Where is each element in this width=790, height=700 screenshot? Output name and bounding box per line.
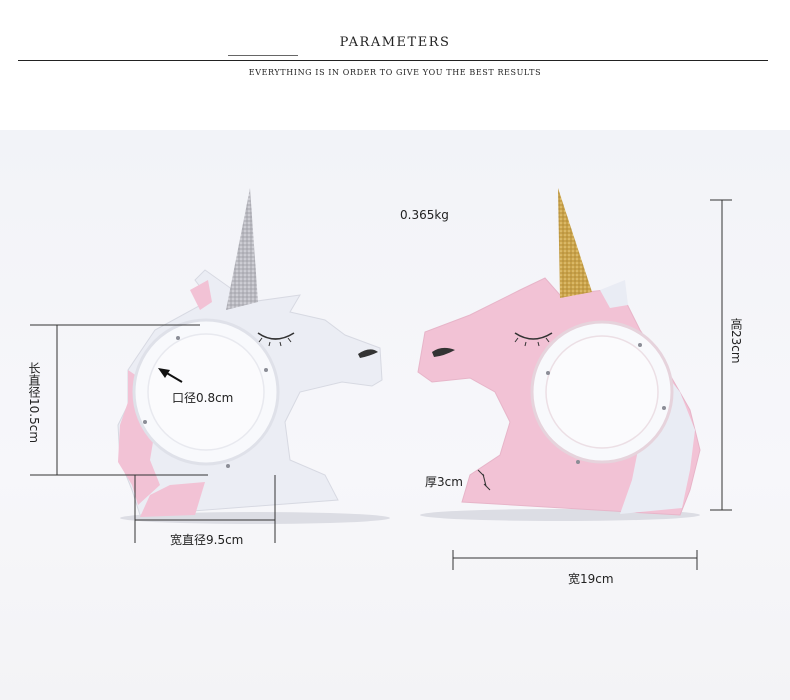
opening-label: 口径0.8cm xyxy=(172,391,234,405)
left-unicorn xyxy=(117,188,390,524)
thickness-label: 厚3cm xyxy=(425,475,463,489)
right-unicorn xyxy=(417,188,701,521)
long-diameter-label: 长直径10.5cm xyxy=(27,362,41,444)
opening-arrow xyxy=(158,368,183,383)
weight-label: 0.365kg xyxy=(400,208,449,222)
header-title: PARAMETERS xyxy=(339,35,451,50)
product-photo: 0.365kg 口径0.8cm 长直径10.5cm 宽直径9.5cm 高23cm… xyxy=(0,130,790,700)
wide-diameter-label: 宽直径9.5cm xyxy=(170,533,244,547)
width-label: 宽19cm xyxy=(568,572,614,586)
height-label: 高23cm xyxy=(729,318,743,364)
dimension-lines xyxy=(30,199,732,570)
header-accent-line xyxy=(228,55,298,56)
unicorn-illustration xyxy=(30,188,732,570)
header-subtitle: EVERYTHING IS IN ORDER TO GIVE YOU THE B… xyxy=(248,68,542,77)
parameters-header: PARAMETERS EVERYTHING IS IN ORDER TO GIV… xyxy=(0,0,790,130)
header-divider xyxy=(18,60,768,61)
